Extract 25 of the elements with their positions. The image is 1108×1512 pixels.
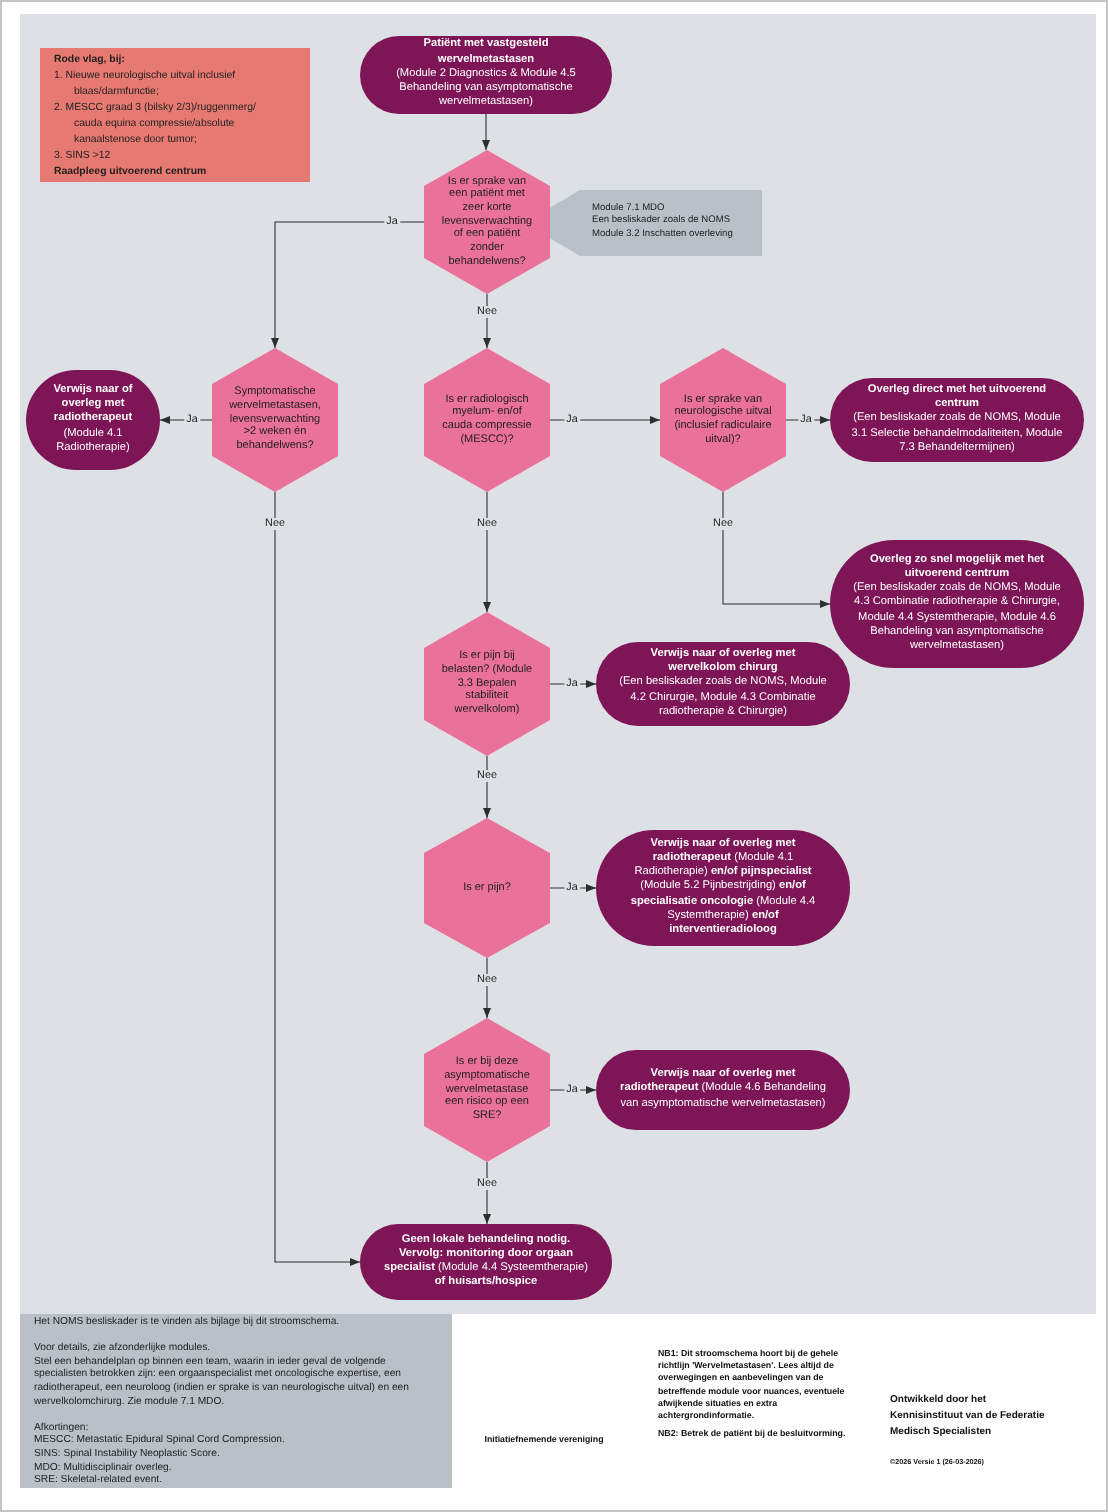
decision-hexagon xyxy=(424,348,550,492)
flow-arrow xyxy=(483,1161,491,1225)
decision-hexagon xyxy=(424,612,550,756)
action-terminal xyxy=(830,378,1084,462)
reference-callout xyxy=(550,190,762,256)
warning-panel xyxy=(40,48,310,182)
flow-arrow xyxy=(483,491,491,613)
end-terminal xyxy=(360,1224,612,1300)
flow-arrow xyxy=(483,755,491,819)
flow-arrow xyxy=(159,416,213,424)
flow-arrow xyxy=(271,221,425,349)
flow-arrow xyxy=(722,491,831,608)
decision-hexagon xyxy=(660,348,786,492)
decision-hexagon xyxy=(212,348,338,492)
decision-hexagon xyxy=(424,1018,550,1162)
flow-arrow xyxy=(482,113,490,151)
notes-panel xyxy=(20,1314,452,1488)
action-terminal xyxy=(596,1050,850,1130)
decision-hexagon xyxy=(424,150,550,294)
action-terminal xyxy=(596,642,850,726)
decision-hexagon xyxy=(424,818,550,958)
action-terminal xyxy=(830,540,1084,668)
flow-arrow xyxy=(483,957,491,1019)
start-terminal xyxy=(360,36,612,114)
flow-arrow xyxy=(274,491,361,1266)
